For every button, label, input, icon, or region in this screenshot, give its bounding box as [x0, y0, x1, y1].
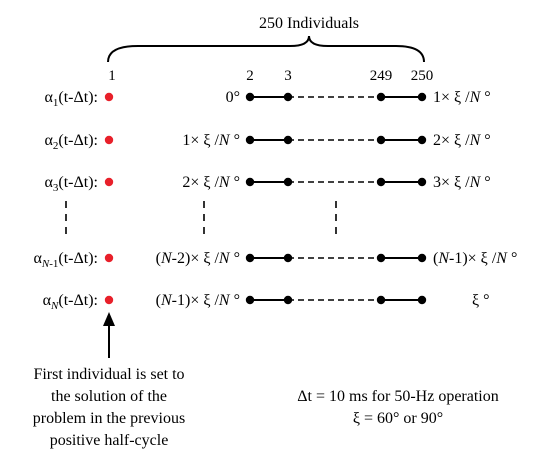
individual-node: [417, 177, 427, 187]
row-label: α2(t-Δt):: [45, 132, 99, 152]
row-right-value: 1× ξ /N °: [433, 89, 491, 106]
row-label: α3(t-Δt):: [45, 174, 99, 194]
note-xi: ξ = 60° or 90°: [353, 410, 443, 427]
individual-node: [283, 135, 293, 145]
first-individual-dot: [104, 295, 114, 305]
first-individual-dot: [104, 92, 114, 102]
rows-group: α1(t-Δt): 0° 1× ξ /N ° α2(t-Δt): 1× ξ /N ° 2×…: [33, 89, 517, 312]
population-row: α2(t-Δt): 1× ξ /N ° 2× ξ /N °: [45, 132, 491, 152]
individual-node: [245, 253, 255, 263]
row-right-value: (N-1)× ξ /N °: [433, 250, 517, 267]
individual-node: [283, 177, 293, 187]
row-right-value: 2× ξ /N °: [433, 132, 491, 149]
individual-node: [283, 92, 293, 102]
note-delta-t: Δt = 10 ms for 50-Hz operation: [297, 388, 499, 405]
row-label: α1(t-Δt):: [45, 89, 99, 109]
individual-node: [245, 177, 255, 187]
individual-node: [245, 135, 255, 145]
population-row: α3(t-Δt): 2× ξ /N ° 3× ξ /N °: [45, 174, 491, 194]
individual-node: [376, 295, 386, 305]
individual-node: [376, 177, 386, 187]
population-row: α1(t-Δt): 0° 1× ξ /N °: [45, 89, 491, 109]
row-left-value: (N-2)× ξ /N °: [156, 250, 240, 267]
row-right-value: ξ °: [472, 292, 490, 309]
population-row: αN-1(t-Δt): (N-2)× ξ /N ° (N-1)× ξ /N °: [33, 250, 517, 270]
annotation-line: the solution of the: [51, 388, 167, 405]
annotation: First individual is set to the solution …: [33, 366, 185, 449]
row-left-value: 1× ξ /N °: [182, 132, 240, 149]
row-label: αN-1(t-Δt):: [33, 250, 98, 270]
first-individual-dot: [104, 177, 114, 187]
individual-node: [376, 92, 386, 102]
row-right-value: 3× ξ /N °: [433, 174, 491, 191]
individual-node: [417, 253, 427, 263]
first-individual-dot: [104, 135, 114, 145]
index-label-first: 1: [108, 68, 116, 84]
individual-node: [376, 253, 386, 263]
annotation-line: First individual is set to: [33, 366, 184, 383]
first-individual-dot: [104, 253, 114, 263]
index-label-third: 3: [284, 68, 292, 84]
individual-node: [417, 135, 427, 145]
individual-node: [417, 92, 427, 102]
individual-node: [245, 92, 255, 102]
annotation-arrow-head: [103, 312, 115, 326]
index-label-second-last: 249: [370, 68, 393, 84]
row-label: αN(t-Δt):: [43, 292, 98, 312]
row-left-value: 2× ξ /N °: [182, 174, 240, 191]
population-row: αN(t-Δt): (N-1)× ξ /N ° ξ °: [43, 292, 490, 312]
annotation-line: positive half-cycle: [50, 432, 169, 449]
annotation-line: problem in the previous: [33, 410, 185, 427]
row-left-value: 0°: [226, 89, 240, 106]
index-label-second: 2: [246, 68, 254, 84]
individual-node: [283, 253, 293, 263]
individual-node: [417, 295, 427, 305]
diagram-title: 250 Individuals: [259, 15, 359, 32]
title-brace: [107, 35, 425, 63]
row-left-value: (N-1)× ξ /N °: [156, 292, 240, 309]
individual-node: [376, 135, 386, 145]
individual-node: [245, 295, 255, 305]
index-label-last: 250: [411, 68, 434, 84]
individual-node: [283, 295, 293, 305]
